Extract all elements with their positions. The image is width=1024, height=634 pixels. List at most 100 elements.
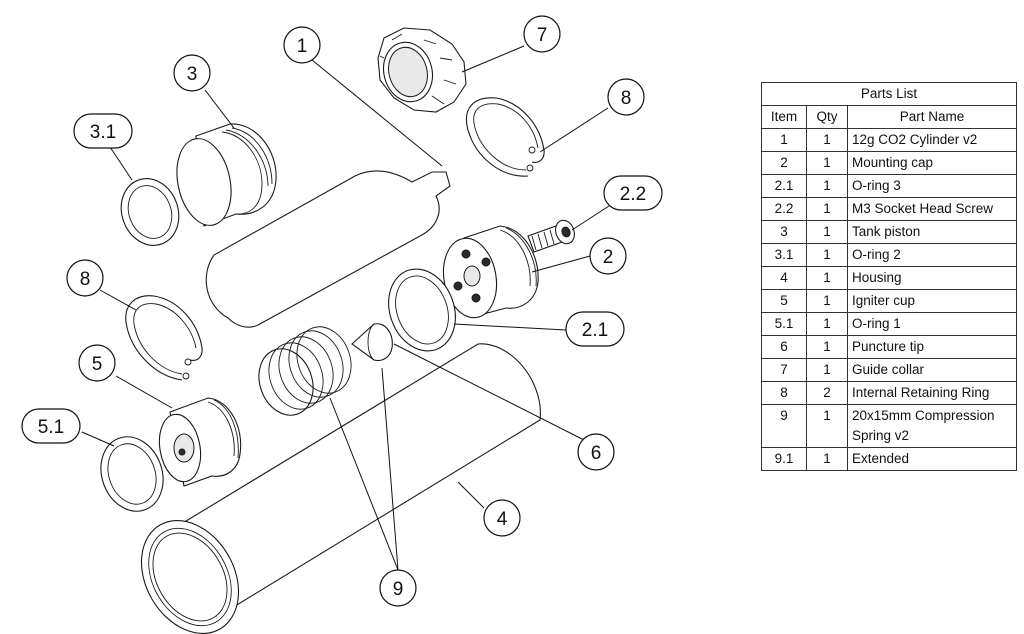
part-name-cell: Extended — [847, 447, 1017, 471]
guide-collar-part — [377, 27, 467, 113]
leader-9-b — [381, 367, 399, 571]
svg-text:9: 9 — [393, 579, 404, 600]
column-header-qty: Qty — [806, 105, 848, 129]
svg-text:2: 2 — [603, 247, 614, 268]
part-name-cell: Tank piston — [847, 220, 1017, 244]
igniter-cup-part — [158, 397, 242, 487]
balloon-5.1: 5.1 — [21, 408, 81, 444]
qty-cell: 1 — [806, 358, 848, 382]
balloon-2.2: 2.2 — [603, 175, 663, 211]
balloon-6: 6 — [577, 433, 615, 471]
table-row: 7 1 Guide collar — [761, 358, 1017, 382]
balloon-2: 2 — [589, 237, 627, 275]
svg-text:3: 3 — [187, 64, 198, 85]
part-name-cell: Housing — [847, 266, 1017, 290]
table-row: 5.1 1 O-ring 1 — [761, 312, 1017, 336]
leader-3 — [204, 89, 235, 129]
item-cell: 9 — [761, 404, 807, 448]
part-name-cell: Guide collar — [847, 358, 1017, 382]
qty-cell: 1 — [806, 243, 848, 267]
leader-2 — [531, 255, 591, 273]
tank-piston-part — [176, 123, 277, 227]
qty-cell: 2 — [806, 381, 848, 405]
o-ring-3-part — [388, 268, 456, 352]
item-cell: 3.1 — [761, 243, 807, 267]
leader-2.1 — [453, 323, 567, 331]
housing-part — [140, 343, 541, 634]
svg-text:1: 1 — [297, 36, 308, 57]
item-cell: 2.2 — [761, 197, 807, 221]
balloon-3.1: 3.1 — [73, 113, 133, 149]
item-cell: 6 — [761, 335, 807, 359]
balloon-5: 5 — [78, 344, 116, 382]
part-name-cell: O-ring 1 — [847, 312, 1017, 336]
svg-text:8: 8 — [80, 269, 91, 290]
balloon-3: 3 — [173, 54, 211, 92]
leader-5.1 — [81, 431, 115, 447]
table-row: 3 1 Tank piston — [761, 220, 1017, 244]
o-ring-1-part — [100, 436, 164, 512]
qty-cell: 1 — [806, 128, 848, 152]
svg-text:5: 5 — [92, 354, 103, 375]
part-name-cell: Puncture tip — [847, 335, 1017, 359]
leader-5 — [115, 375, 173, 409]
qty-cell: 1 — [806, 289, 848, 313]
item-cell: 3 — [761, 220, 807, 244]
leader-2.2 — [571, 203, 613, 231]
part-name-cell: Mounting cap — [847, 151, 1017, 175]
column-header-part-name: Part Name — [847, 105, 1017, 129]
qty-cell: 1 — [806, 266, 848, 290]
leader-9-a — [329, 397, 399, 571]
svg-text:8: 8 — [621, 88, 632, 109]
qty-cell: 1 — [806, 151, 848, 175]
table-row: 2.1 1 O-ring 3 — [761, 174, 1017, 198]
leader-8-left — [99, 289, 137, 311]
column-header-item: Item — [761, 105, 807, 129]
o-ring-2-part — [120, 178, 180, 246]
leader-3.1 — [109, 146, 133, 181]
table-row: 8 2 Internal Retaining Ring — [761, 381, 1017, 405]
item-cell: 5.1 — [761, 312, 807, 336]
svg-text:6: 6 — [591, 443, 602, 464]
qty-cell: 1 — [806, 312, 848, 336]
leader-1 — [311, 59, 443, 167]
part-name-cell: 20x15mm Compression Spring v2 — [847, 404, 1017, 448]
leader-lines — [81, 45, 613, 571]
balloon-1: 1 — [283, 26, 321, 64]
parts-list-title-row: Parts List — [761, 82, 1017, 106]
item-cell: 9.1 — [761, 447, 807, 471]
part-name-cell: Igniter cup — [847, 289, 1017, 313]
part-name-cell: O-ring 3 — [847, 174, 1017, 198]
socket-screw-part — [527, 219, 575, 253]
item-cell: 7 — [761, 358, 807, 382]
qty-cell: 1 — [806, 404, 848, 448]
table-row: 9 1 20x15mm Compression Spring v2 — [761, 404, 1017, 448]
item-cell: 2 — [761, 151, 807, 175]
table-row: 2 1 Mounting cap — [761, 151, 1017, 175]
svg-text:7: 7 — [537, 25, 548, 46]
qty-cell: 1 — [806, 174, 848, 198]
balloon-8-left: 8 — [66, 259, 104, 297]
retaining-ring-part-upper — [466, 97, 545, 177]
co2-cylinder-part — [205, 170, 451, 328]
item-cell: 4 — [761, 266, 807, 290]
callout-balloons: 1 7 8 3 3.1 2.2 2 2.1 — [21, 15, 663, 607]
table-row: 3.1 1 O-ring 2 — [761, 243, 1017, 267]
svg-text:4: 4 — [497, 509, 508, 530]
compression-spring-part — [258, 326, 352, 416]
item-cell: 5 — [761, 289, 807, 313]
item-cell: 8 — [761, 381, 807, 405]
svg-text:2.2: 2.2 — [620, 184, 646, 205]
table-row: 6 1 Puncture tip — [761, 335, 1017, 359]
qty-cell: 1 — [806, 335, 848, 359]
table-row: 5 1 Igniter cup — [761, 289, 1017, 313]
part-name-cell: O-ring 2 — [847, 243, 1017, 267]
leader-8-upper — [539, 107, 609, 153]
leader-6 — [393, 343, 585, 441]
parts-list-title: Parts List — [761, 82, 1017, 106]
leader-7 — [461, 45, 525, 73]
balloon-2.1: 2.1 — [565, 311, 625, 347]
part-name-cell: M3 Socket Head Screw — [847, 197, 1017, 221]
svg-text:2.1: 2.1 — [582, 320, 608, 341]
